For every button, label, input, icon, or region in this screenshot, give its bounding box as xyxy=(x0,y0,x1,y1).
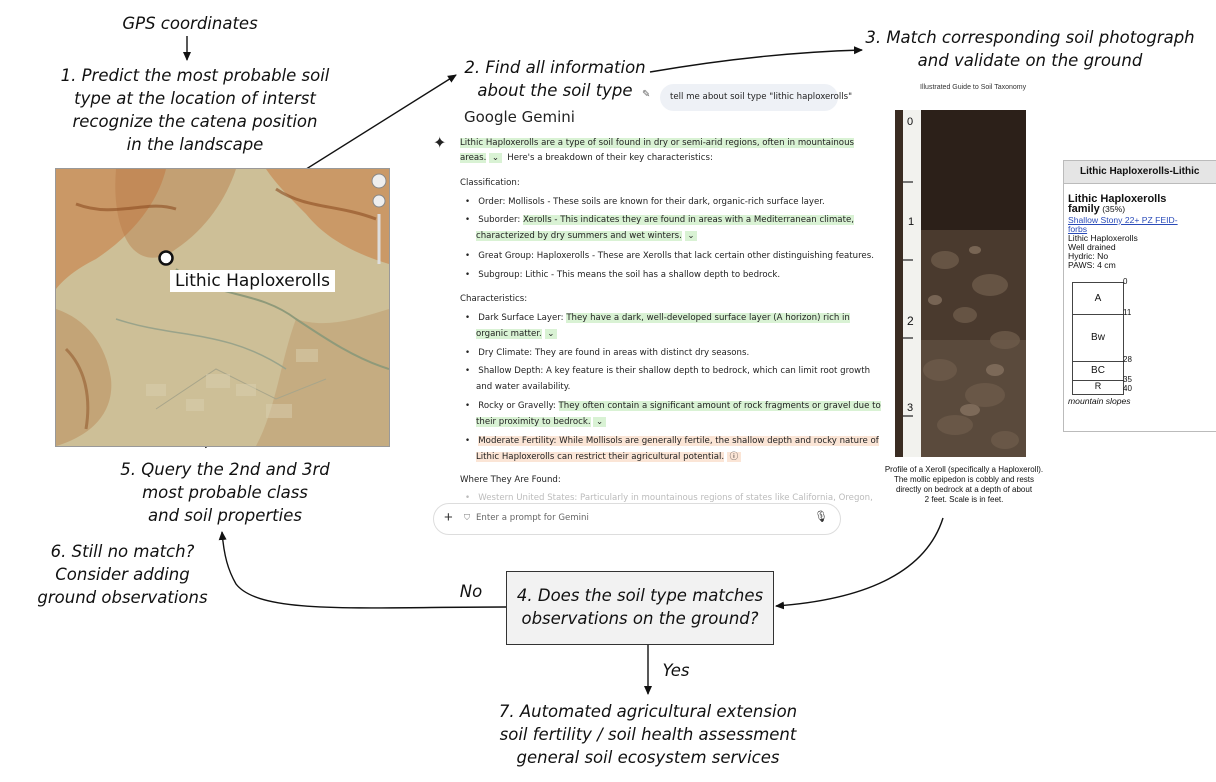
prompt-input[interactable]: + ⛉ Enter a prompt for Gemini 🎙 xyxy=(433,503,841,535)
intro-highlight-2: areas. xyxy=(460,153,487,163)
user-prompt-bubble: tell me about soil type "lithic haploxer… xyxy=(660,84,852,111)
panel-family: family (35%) xyxy=(1068,203,1126,215)
panel-header: Lithic Haploxerolls-Lithic xyxy=(1064,161,1216,184)
panel-line: Lithic Haploxerolls xyxy=(1068,233,1138,243)
source-chevron-icon[interactable]: ⌄ xyxy=(489,153,502,163)
panel-line: Hydric: No xyxy=(1068,251,1109,261)
arrow-step2-to-step3 xyxy=(649,46,863,73)
scale-mark: 2 xyxy=(907,314,914,328)
soil-profile-photo: 0 1 2 3 xyxy=(895,110,1026,457)
horizon-label: A xyxy=(1094,293,1102,304)
gemini-sparkle-icon: ✦ xyxy=(433,135,447,152)
prompt-placeholder: Enter a prompt for Gemini xyxy=(476,513,589,523)
panel-title: Lithic Haploxerolls xyxy=(1068,193,1167,205)
horizon-diagram: A Bw BC R xyxy=(1072,282,1124,395)
depth-tick: 35 xyxy=(1123,375,1132,384)
gemini-response: Lithic Haploxerolls are a type of soil f… xyxy=(460,135,881,505)
list-item: • Dry Climate: They are found in areas w… xyxy=(465,348,750,358)
horizon-label: BC xyxy=(1091,365,1105,376)
scale-mark: 1 xyxy=(908,216,915,228)
source-chevron-icon[interactable]: ⓘ xyxy=(726,452,741,462)
edit-icon[interactable]: ✎ xyxy=(642,89,651,100)
scale-mark: 0 xyxy=(907,116,914,128)
depth-tick: 0 xyxy=(1123,277,1128,286)
gemini-brand: Google Gemini xyxy=(464,108,575,126)
guide-title: Illustrated Guide to Soil Taxonomy xyxy=(920,84,1027,91)
list-item-continued: their proximity to bedrock. xyxy=(476,417,591,427)
satellite-map[interactable] xyxy=(55,168,390,447)
panel-line: Well drained xyxy=(1068,242,1116,252)
list-item: • Dark Surface Layer: They have a dark, … xyxy=(465,313,850,323)
gps-label: GPS coordinates xyxy=(122,14,258,33)
depth-tick: 11 xyxy=(1123,308,1132,317)
list-item: • Order: Mollisols - These soils are kno… xyxy=(465,197,825,207)
soil-info-panel: Lithic Haploxerolls-Lithic Lithic Haplox… xyxy=(1063,160,1216,432)
source-chevron-icon[interactable]: ⌄ xyxy=(684,231,698,241)
arrow-decision-to-step6 xyxy=(218,531,507,609)
list-item: • Moderate Fertility: While Mollisols ar… xyxy=(465,436,879,446)
where-heading: Where They Are Found: xyxy=(460,475,561,485)
list-item-continued: Lithic Haploxerolls can restrict their a… xyxy=(476,452,725,462)
source-chevron-icon[interactable]: ⌄ xyxy=(593,417,606,427)
list-item: • Subgroup: Lithic - This means the soil… xyxy=(465,270,781,280)
classification-heading: Classification: xyxy=(460,178,520,188)
horizon-label: Bw xyxy=(1091,332,1105,343)
panel-line: PAWS: 4 cm xyxy=(1068,260,1116,270)
list-item: • Rocky or Gravelly: They often contain … xyxy=(465,401,881,411)
scale-mark: 3 xyxy=(907,402,914,414)
list-item: • Suborder: Xerolls - This indicates the… xyxy=(465,215,854,225)
list-item-continued: characterized by dry summers and wet win… xyxy=(476,231,682,241)
intro-rest: Here's a breakdown of their key characte… xyxy=(507,153,713,163)
depth-tick: 28 xyxy=(1123,355,1132,364)
source-chevron-icon[interactable]: ⌄ xyxy=(544,329,558,339)
list-item: • Shallow Depth: A key feature is their … xyxy=(465,366,871,376)
photo-caption: Profile of a Xeroll (specifically a Hapl… xyxy=(884,465,1044,504)
ecosite-link[interactable]: Shallow Stony 22+ PZ FEID- xyxy=(1068,215,1178,225)
user-prompt-text: tell me about soil type "lithic haploxer… xyxy=(670,92,853,102)
yes-label: Yes xyxy=(662,661,690,680)
characteristics-heading: Characteristics: xyxy=(460,294,528,304)
list-item-continued: organic matter. xyxy=(476,329,542,339)
shield-icon: ⛉ xyxy=(464,513,470,522)
intro-highlight: Lithic Haploxerolls are a type of soil f… xyxy=(460,138,854,148)
map-soil-label: Lithic Haploxerolls xyxy=(170,270,336,292)
horizon-label: R xyxy=(1094,381,1102,391)
list-item: • Western United States: Particularly in… xyxy=(465,493,873,503)
list-item: • Great Group: Haploxerolls - These are … xyxy=(465,251,874,261)
panel-footer: mountain slopes xyxy=(1068,396,1131,406)
list-item-continued: and water availability. xyxy=(476,382,571,392)
depth-tick: 40 xyxy=(1123,384,1132,393)
add-icon[interactable]: + xyxy=(444,509,453,526)
no-label: No xyxy=(459,582,483,601)
location-marker-icon xyxy=(158,250,174,266)
microphone-icon[interactable]: 🎙 xyxy=(814,511,828,523)
arrow-step3-to-decision xyxy=(775,517,944,610)
ecosite-link-2[interactable]: forbs xyxy=(1068,224,1088,234)
